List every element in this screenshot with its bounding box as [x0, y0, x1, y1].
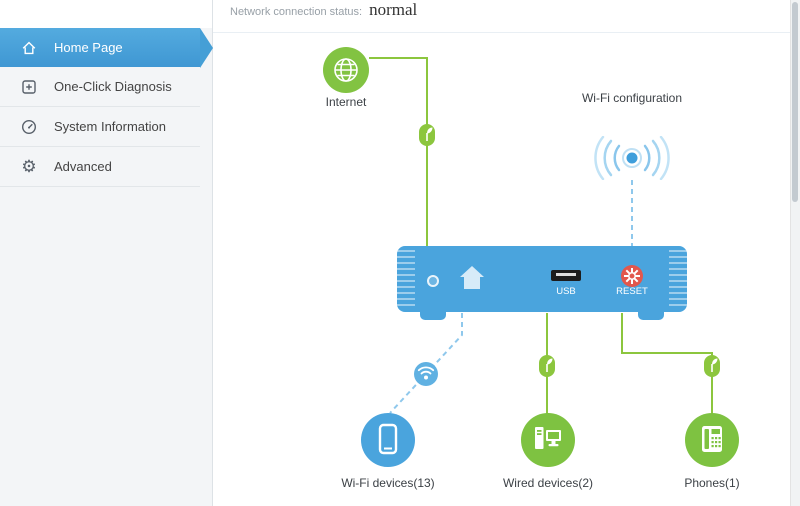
router-device: USB RESET: [397, 246, 687, 312]
sidebar-top-gap: [0, 0, 212, 28]
network-status-value: normal: [369, 0, 418, 19]
sidebar-item-advanced[interactable]: ⚙ Advanced: [0, 147, 200, 187]
desktop-computer-icon: [535, 427, 561, 449]
reset-label: RESET: [616, 286, 648, 297]
router-foot-right: [638, 312, 664, 320]
router-rib-right: [669, 250, 687, 308]
sidebar-item-label: Advanced: [54, 159, 112, 174]
router-home-icon: [457, 264, 487, 292]
home-icon: [19, 38, 39, 58]
network-status-label: Network connection status:: [230, 6, 363, 18]
phones-label: Phones(1): [684, 476, 740, 490]
power-led-indicator: [427, 275, 439, 287]
network-status: Network connection status: normal: [230, 0, 417, 20]
gear-icon: ⚙: [21, 157, 37, 176]
sidebar-item-system-information[interactable]: System Information: [0, 107, 200, 147]
router-rib-left: [397, 250, 415, 308]
internet-label: Internet: [325, 95, 367, 109]
wired-devices-label: Wired devices(2): [502, 476, 594, 490]
wifi-signal-badge-icon: [414, 362, 438, 386]
sidebar-item-label: One-Click Diagnosis: [54, 79, 172, 94]
leaf-badge-phones-icon: [704, 355, 720, 377]
router-foot-left: [420, 312, 446, 320]
wifi-configuration-label: Wi-Fi configuration: [581, 91, 683, 105]
phones-button[interactable]: [685, 413, 739, 467]
sidebar-item-home-page[interactable]: Home Page: [0, 28, 213, 68]
active-item-arrow: [200, 28, 213, 68]
system-info-icon: [19, 117, 39, 137]
wifi-devices-button[interactable]: [361, 413, 415, 467]
wifi-configuration-icon[interactable]: [582, 135, 682, 181]
leaf-badge-internet-icon: [419, 124, 435, 146]
internet-icon[interactable]: [323, 47, 369, 93]
usb-label: USB: [556, 286, 576, 297]
smartphone-icon: [378, 423, 398, 455]
scrollbar[interactable]: [790, 0, 800, 506]
usb-slot: [556, 273, 576, 276]
sidebar-item-label: Home Page: [54, 40, 123, 55]
leaf-badge-wired-icon: [539, 355, 555, 377]
wired-devices-button[interactable]: [521, 413, 575, 467]
content-header: Network connection status: normal: [213, 0, 791, 33]
wifi-devices-label: Wi-Fi devices(13): [341, 476, 435, 490]
sidebar: Home Page One-Click Diagnosis System Inf…: [0, 0, 213, 506]
usb-port: [551, 270, 581, 281]
diagnosis-icon: [19, 77, 39, 97]
sidebar-divider: [212, 0, 213, 506]
reset-button-icon: [621, 265, 643, 287]
phone-icon: [702, 426, 722, 452]
sidebar-item-one-click-diagnosis[interactable]: One-Click Diagnosis: [0, 67, 200, 107]
scrollbar-thumb[interactable]: [792, 2, 798, 202]
sidebar-item-label: System Information: [54, 119, 166, 134]
